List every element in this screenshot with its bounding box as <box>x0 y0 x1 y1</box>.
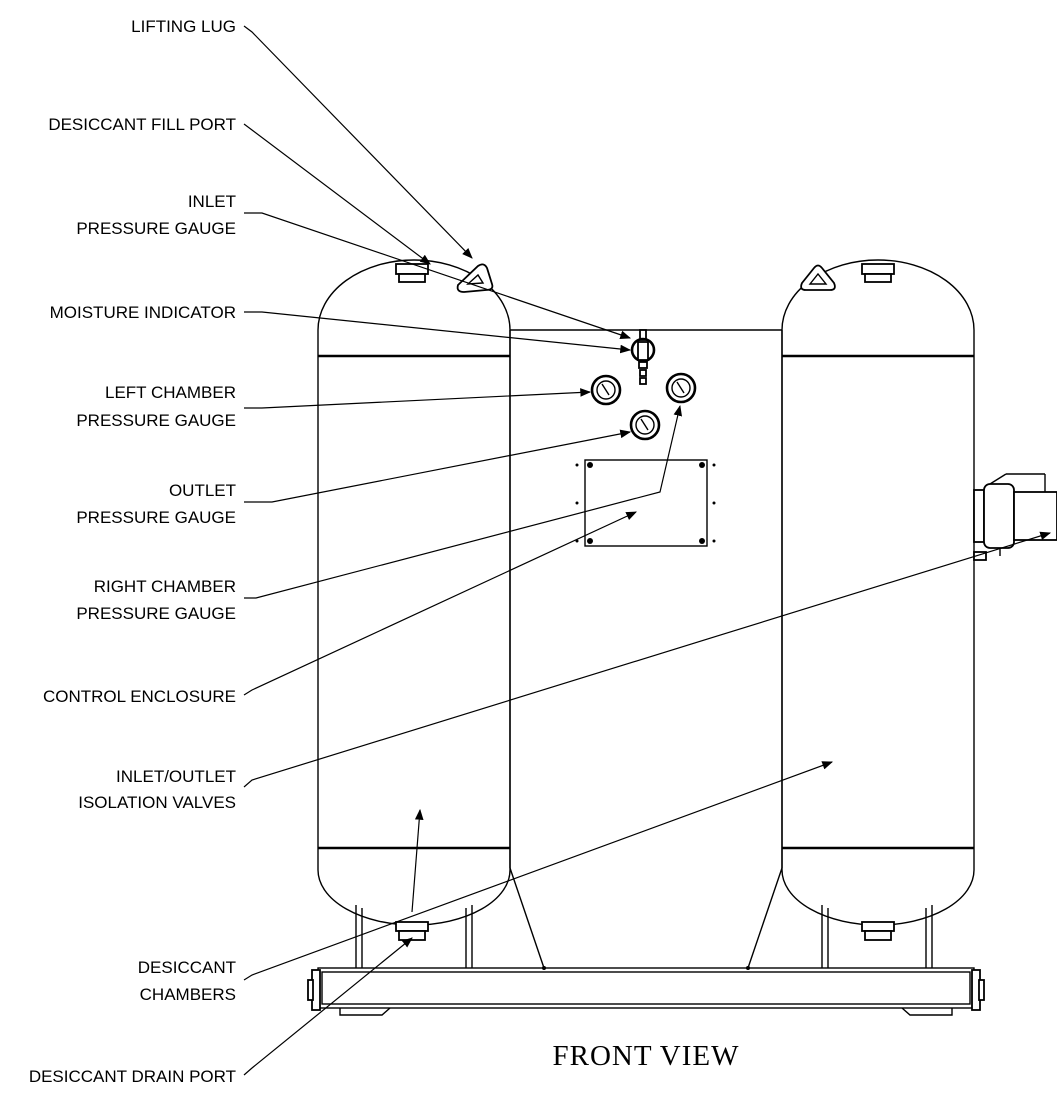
label-outlet-pressure-gauge-2: PRESSURE GAUGE <box>76 508 236 527</box>
control-enclosure <box>575 459 716 547</box>
label-inlet-pressure-gauge-2: PRESSURE GAUGE <box>76 219 236 238</box>
view-title: FRONT VIEW <box>553 1040 740 1072</box>
label-desiccant-fill-port: DESICCANT FILL PORT <box>48 115 236 134</box>
moisture-indicator <box>630 329 656 385</box>
left-drain-port <box>395 921 429 941</box>
label-right-chamber-pressure-gauge-1: RIGHT CHAMBER <box>94 577 236 596</box>
leader-left-chamber-pressure-gauge <box>244 388 592 409</box>
label-isolation-valves-1: INLET/OUTLET <box>116 767 236 786</box>
leader-desiccant-chambers-left <box>411 808 424 913</box>
left-desiccant-chamber <box>317 259 511 968</box>
right-drain-port <box>861 921 895 941</box>
left-lifting-lug <box>456 263 494 293</box>
outlet-pressure-gauge <box>629 409 661 441</box>
label-left-chamber-pressure-gauge-1: LEFT CHAMBER <box>105 383 236 402</box>
left-fill-port <box>395 263 429 283</box>
label-right-chamber-pressure-gauge-2: PRESSURE GAUGE <box>76 604 236 623</box>
label-control-enclosure: CONTROL ENCLOSURE <box>43 687 236 706</box>
leader-lifting-lug <box>243 25 473 259</box>
leader-desiccant-fill-port <box>243 123 431 265</box>
label-lifting-lug: LIFTING LUG <box>131 17 236 36</box>
leader-isolation-valves <box>243 531 1052 788</box>
label-desiccant-drain-port: DESICCANT DRAIN PORT <box>29 1067 236 1086</box>
label-left-chamber-pressure-gauge-2: PRESSURE GAUGE <box>76 411 236 430</box>
label-moisture-indicator: MOISTURE INDICATOR <box>50 303 236 322</box>
left-chamber-pressure-gauge <box>590 374 622 406</box>
leader-inlet-pressure-gauge <box>244 212 632 339</box>
leader-right-chamber-pressure-gauge <box>244 404 683 599</box>
right-fill-port <box>861 263 895 283</box>
label-desiccant-chambers-1: DESICCANT <box>138 958 236 977</box>
label-inlet-pressure-gauge-1: INLET <box>188 192 236 211</box>
leader-outlet-pressure-gauge <box>244 429 632 503</box>
base-skid <box>307 967 985 1016</box>
isolation-valve <box>973 473 1057 561</box>
leader-desiccant-chambers-right <box>243 761 834 981</box>
leader-control-enclosure <box>243 511 637 696</box>
callout-labels: LIFTING LUG DESICCANT FILL PORT INLET PR… <box>29 17 236 1086</box>
leader-desiccant-drain-port <box>243 937 413 1076</box>
right-desiccant-chamber <box>781 259 975 968</box>
label-isolation-valves-2: ISOLATION VALVES <box>78 793 236 812</box>
leader-lines <box>243 25 1052 1076</box>
label-desiccant-chambers-2: CHAMBERS <box>140 985 236 1004</box>
label-outlet-pressure-gauge-1: OUTLET <box>169 481 236 500</box>
right-chamber-pressure-gauge <box>665 372 697 404</box>
right-lifting-lug <box>800 264 836 291</box>
leader-moisture-indicator <box>244 311 632 354</box>
